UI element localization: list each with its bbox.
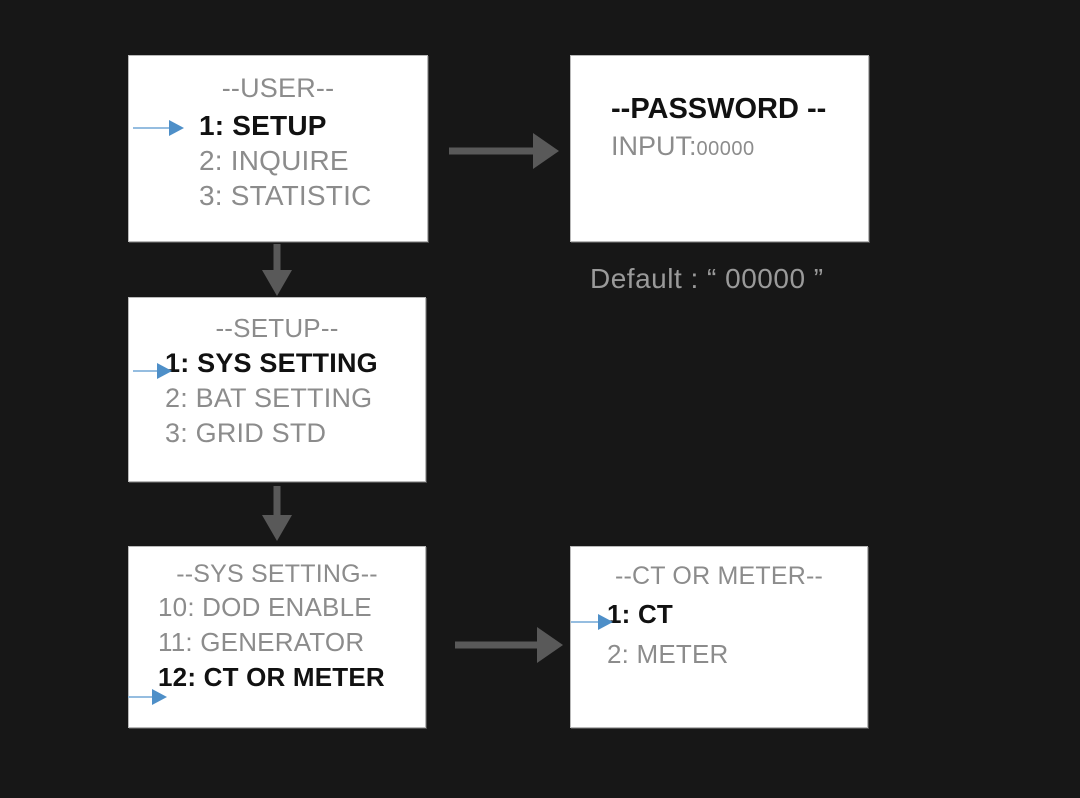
panel-title-sys-setting: --SYS SETTING-- (176, 560, 378, 588)
default-password-note: Default : “ 00000 ” (590, 263, 824, 294)
menu-item-grid-std[interactable]: 3: GRID STD (165, 418, 327, 448)
arrow-shaft (455, 641, 539, 649)
password-input-value[interactable]: 00000 (696, 138, 755, 160)
menu-item-bat-setting[interactable]: 2: BAT SETTING (165, 383, 373, 413)
password-input-label: INPUT: (611, 131, 697, 161)
lcd-panel-setup[interactable]: --SETUP-- 1: SYS SETTING 2: BAT SETTING … (128, 297, 426, 482)
menu-item-ct-or-meter[interactable]: 12: CT OR METER (158, 662, 385, 692)
menu-list-user: 1: SETUP 2: INQUIRE 3: STATISTIC (129, 108, 427, 213)
menu-item-sys-setting[interactable]: 1: SYS SETTING (165, 348, 378, 378)
panel-title-user: --USER-- (221, 73, 335, 103)
lcd-panel-ct-or-meter[interactable]: --CT OR METER-- 1: CT 2: METER (570, 546, 868, 728)
arrow-shaft (273, 486, 281, 519)
arrow-shaft (449, 147, 535, 155)
gray-right-arrow-icon-user-to-password (449, 132, 559, 170)
lcd-panel-user[interactable]: --USER-- 1: SETUP 2: INQUIRE 3: STATISTI… (128, 55, 428, 242)
lcd-panel-sys-setting[interactable]: --SYS SETTING-- 10: DOD ENABLE 11: GENER… (128, 546, 426, 728)
arrow-head (262, 270, 292, 296)
menu-item-meter[interactable]: 2: METER (607, 639, 729, 669)
menu-list-sys-setting: 10: DOD ENABLE 11: GENERATOR 12: CT OR M… (129, 590, 425, 695)
password-input-row[interactable]: INPUT:00000 (571, 131, 868, 162)
panel-title-password: --PASSWORD -- (611, 93, 827, 125)
menu-list-setup: 1: SYS SETTING 2: BAT SETTING 3: GRID ST… (129, 346, 425, 451)
menu-item-dod-enable[interactable]: 10: DOD ENABLE (158, 592, 372, 622)
arrow-head (537, 627, 563, 663)
gray-down-arrow-icon-setup-to-sys (258, 486, 296, 544)
lcd-panel-password[interactable]: --PASSWORD -- INPUT:00000 (570, 55, 869, 242)
menu-item-inquire[interactable]: 2: INQUIRE (199, 145, 349, 176)
gray-down-arrow-icon-user-to-setup (258, 244, 296, 296)
arrow-shaft (273, 244, 281, 274)
gray-right-arrow-icon-sys-to-ct (455, 626, 563, 664)
menu-item-statistic[interactable]: 3: STATISTIC (199, 180, 372, 211)
menu-item-ct[interactable]: 1: CT (607, 599, 673, 629)
menu-item-generator[interactable]: 11: GENERATOR (158, 627, 365, 657)
menu-list-ct-or-meter: 1: CT 2: METER (571, 594, 867, 674)
arrow-head (533, 133, 559, 169)
menu-item-setup[interactable]: 1: SETUP (199, 110, 327, 141)
panel-title-ct-or-meter: --CT OR METER-- (614, 562, 824, 590)
panel-title-setup: --SETUP-- (215, 313, 339, 343)
arrow-head (262, 515, 292, 541)
